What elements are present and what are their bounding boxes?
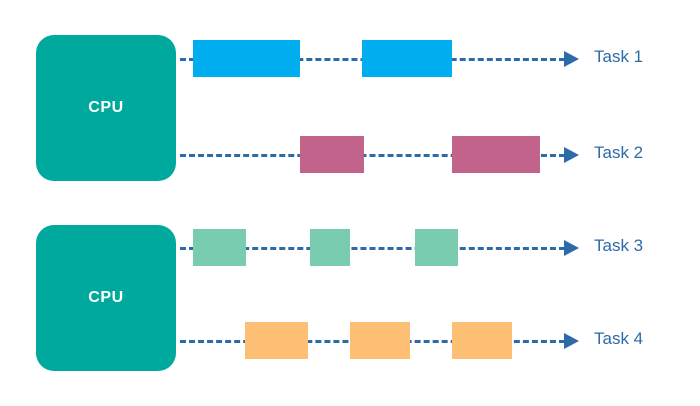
- task-lane-1: Task 1: [0, 30, 700, 90]
- arrow-right-icon: [564, 147, 579, 163]
- task-lane-2: Task 2: [0, 126, 700, 186]
- task-lane-3-label: Task 3: [594, 236, 644, 255]
- timeline-track-3: [180, 247, 565, 250]
- cpu-burst-block: [452, 136, 540, 173]
- arrow-right-icon: [564, 333, 579, 349]
- arrow-right-icon: [564, 240, 579, 256]
- timeline-track-2: [180, 154, 565, 157]
- cpu-burst-block: [362, 40, 452, 77]
- arrow-right-icon: [564, 51, 579, 67]
- task-lane-4: Task 4: [0, 312, 700, 372]
- cpu-burst-block: [310, 229, 350, 266]
- task-lane-1-label: Task 1: [594, 47, 644, 66]
- cpu-burst-block: [245, 322, 308, 359]
- cpu-burst-block: [452, 322, 512, 359]
- cpu-block-2: CPU: [36, 225, 176, 371]
- cpu-burst-block: [193, 229, 246, 266]
- cpu-burst-block: [193, 40, 300, 77]
- cpu-block-1: CPU: [36, 35, 176, 181]
- cpu-block-2-label: CPU: [88, 289, 124, 306]
- cpu-burst-block: [300, 136, 364, 173]
- task-lane-2-label: Task 2: [594, 143, 644, 162]
- cpu-burst-block: [350, 322, 410, 359]
- task-lane-4-label: Task 4: [594, 329, 644, 348]
- cpu-block-1-label: CPU: [88, 99, 124, 116]
- task-lane-3: Task 3: [0, 219, 700, 279]
- cpu-burst-block: [415, 229, 458, 266]
